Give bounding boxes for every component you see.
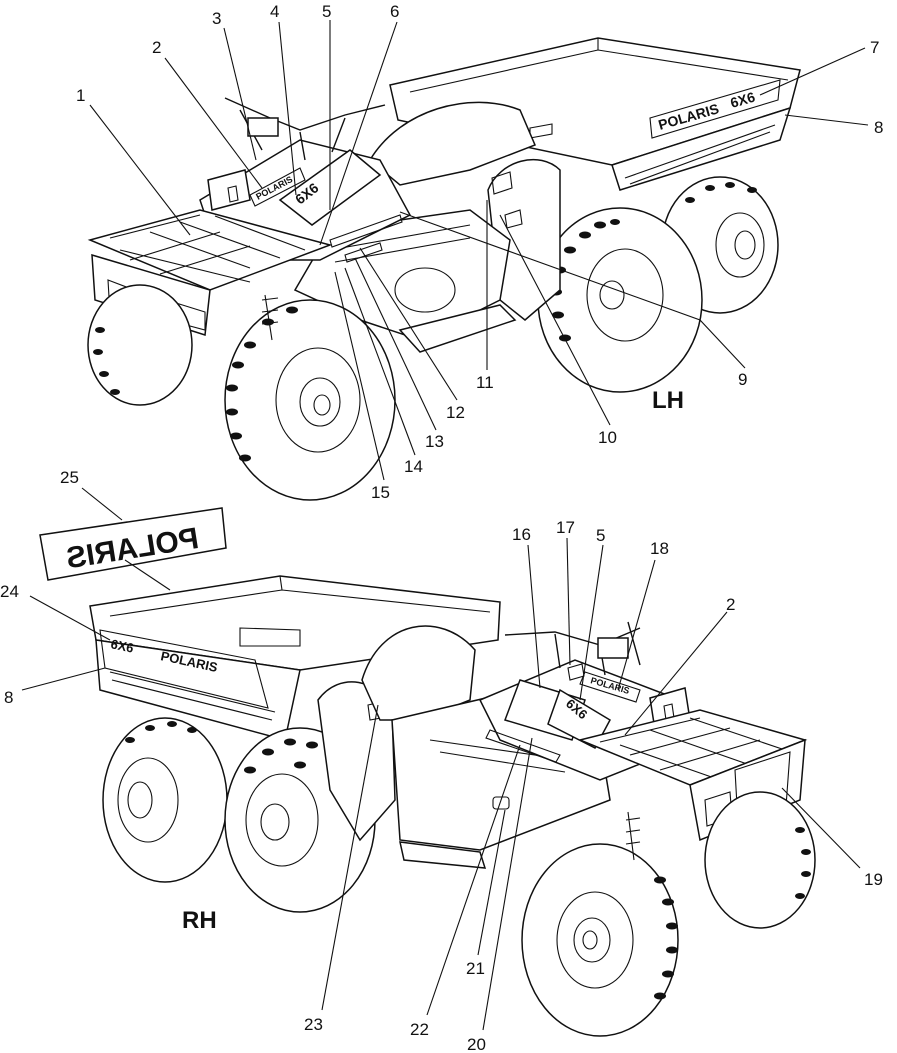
svg-text:6X6: 6X6 [109,636,135,655]
callout-20: 20 [467,1035,486,1053]
callout-16: 16 [512,525,531,544]
callout-6: 6 [390,2,399,21]
callout-2: 2 [152,38,161,57]
view-label-rh: RH [182,907,217,934]
callout-18: 18 [650,539,669,558]
polaris-box-decal: POLARIS [39,507,227,581]
callout-8-rh: 8 [4,688,13,707]
callout-24: 24 [0,582,19,601]
callout-15: 15 [371,483,390,502]
callout-9: 9 [738,370,747,389]
callout-19: 19 [864,870,883,889]
callout-5: 5 [322,2,331,21]
callout-11: 11 [476,373,494,392]
callout-10: 10 [598,428,617,447]
svg-text:6X6: 6X6 [728,89,757,111]
callout-7: 7 [870,38,879,57]
view-label-lh: LH [652,387,684,414]
callout-1: 1 [76,86,85,105]
callout-21: 21 [466,959,485,978]
rh-leader-lines [21,487,861,1031]
lh-leader-lines [89,20,869,481]
rh-vehicle-illustration: 6X6 POLARIS [89,575,816,1037]
callout-22: 22 [410,1020,429,1039]
callout-12: 12 [446,403,465,422]
callout-17: 17 [556,518,575,537]
callout-2-rh: 2 [726,595,735,614]
callout-4: 4 [270,2,279,21]
callout-13: 13 [425,432,444,451]
lh-callouts: 1 2 3 4 5 6 7 8 9 10 11 12 13 14 15 [76,2,883,502]
callout-5-rh: 5 [596,526,605,545]
callout-3: 3 [212,9,221,28]
rh-front-decals: 6X6 POLARIS [485,671,641,763]
callout-8: 8 [874,118,883,137]
callout-25: 25 [60,468,79,487]
lh-vehicle-illustration: POLARIS 6X6 [87,37,801,501]
callout-14: 14 [404,457,423,476]
rh-callouts: 25 24 8 16 17 5 18 2 19 21 23 22 20 [0,468,883,1053]
callout-23: 23 [304,1015,323,1034]
